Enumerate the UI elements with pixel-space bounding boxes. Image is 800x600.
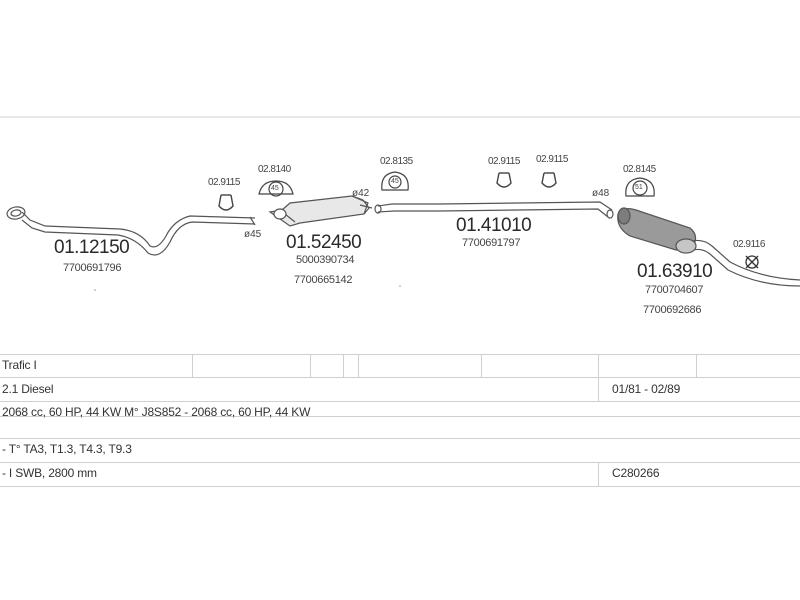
- front-silencer-number: 01.52450: [286, 232, 362, 253]
- middle-pipe-number: 01.41010: [456, 215, 532, 236]
- front-pipe-number: 01.12150: [54, 237, 130, 258]
- gasket-2-drawing: [381, 171, 409, 191]
- diameter-42: ø42: [352, 188, 370, 199]
- table-col-divider: [358, 354, 359, 378]
- gasket-3-mark: 51: [635, 184, 643, 191]
- clamp-4-drawing: [745, 255, 759, 269]
- diameter-48: ø48: [592, 188, 610, 199]
- table-col-divider: [598, 462, 599, 486]
- middle-pipe-ref: 7700691797: [462, 237, 521, 249]
- vehicle-years: 01/81 - 02/89: [612, 382, 681, 396]
- catalog-number: C280266: [612, 466, 660, 480]
- gasket-3-number: 02.8145: [623, 164, 656, 175]
- gasket-1-number: 02.8140: [258, 164, 291, 175]
- table-divider: [0, 354, 800, 355]
- rear-silencer-ref-1: 7700704607: [645, 284, 704, 296]
- vehicle-wheelbase: - I SWB, 2800 mm: [2, 466, 97, 480]
- rear-silencer-ref-2: 7700692686: [643, 304, 702, 316]
- vehicle-model: Trafic I: [2, 358, 37, 372]
- table-divider: [0, 377, 800, 378]
- vehicle-engine: 2.1 Diesel: [2, 382, 54, 396]
- front-pipe: [6, 206, 256, 256]
- table-col-divider: [481, 354, 482, 378]
- table-col-divider: [696, 354, 697, 378]
- vehicle-table: Trafic I 2.1 Diesel 01/81 - 02/89 2068 c…: [0, 354, 800, 489]
- table-col-divider: [343, 354, 344, 378]
- gasket-1-drawing: [258, 180, 294, 197]
- vehicle-specs: 2068 cc, 60 HP, 44 KW M° J8S852 - 2068 c…: [2, 405, 311, 419]
- table-col-divider: [310, 354, 311, 378]
- clamp-3-drawing: [541, 172, 557, 188]
- vehicle-types: - T° TA3, T1.3, T4.3, T9.3: [2, 442, 132, 456]
- clamp-2-drawing: [496, 172, 512, 188]
- clamp-4-number: 02.9116: [733, 239, 765, 250]
- clamp-1-number: 02.9115: [208, 177, 240, 188]
- diameter-45: ø45: [244, 229, 262, 240]
- front-silencer-ref-1: 5000390734: [296, 254, 355, 266]
- front-silencer-drawing: [268, 195, 373, 227]
- gasket-3-drawing: [625, 177, 655, 197]
- table-col-divider: [192, 354, 193, 378]
- table-divider: [0, 438, 800, 439]
- clamp-3-number: 02.9115: [536, 154, 568, 165]
- table-divider: [0, 486, 800, 487]
- rear-silencer-number: 01.63910: [637, 261, 713, 282]
- middle-pipe: [374, 201, 614, 219]
- clamp-2-number: 02.9115: [488, 156, 520, 167]
- gasket-2-number: 02.8135: [380, 156, 413, 167]
- rear-silencer-drawing: [617, 207, 800, 287]
- gasket-1-mark: 45: [271, 185, 279, 192]
- table-col-divider: [598, 354, 599, 401]
- table-divider: [0, 401, 800, 402]
- clamp-1-drawing: [218, 194, 234, 211]
- gasket-2-mark: 45: [391, 178, 399, 185]
- front-silencer-ref-2: 7700665142: [294, 274, 353, 286]
- front-pipe-ref: 7700691796: [63, 262, 122, 274]
- table-divider: [0, 462, 800, 463]
- table-divider: [0, 416, 800, 417]
